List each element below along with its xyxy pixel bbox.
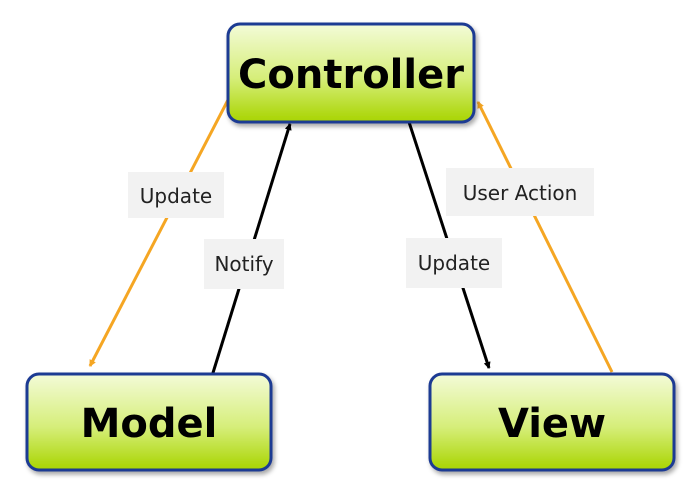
node-view: View [428,372,676,472]
edge-view-to-controller [476,101,614,373]
edge-label-view-to-controller: User Action [446,168,594,216]
edge-label-model-to-controller: Notify [204,239,284,289]
edge-label-controller-to-model: Update [128,172,224,218]
edge-label-text: Update [418,251,490,275]
edge-label-text: User Action [463,181,578,205]
edge-controller-to-model [88,97,231,367]
edges [88,97,614,377]
edge-label-text: Update [140,184,212,208]
node-controller-label: Controller [238,52,464,98]
node-model: Model [25,372,273,472]
node-model-label: Model [81,401,218,447]
node-view-label: View [498,401,606,447]
edge-label-text: Notify [214,252,273,276]
edge-label-controller-to-view: Update [406,238,502,288]
node-controller: Controller [226,22,476,124]
